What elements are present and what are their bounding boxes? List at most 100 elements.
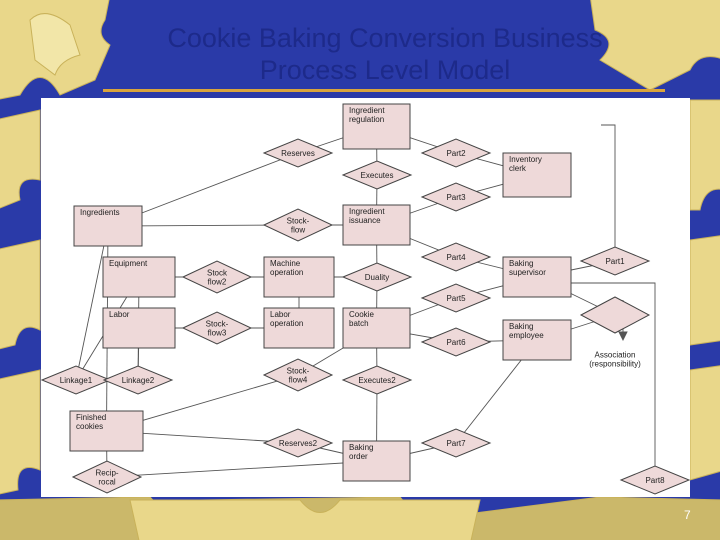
relationship-linkage1: Linkage1 (40, 365, 112, 395)
entity-box (102, 256, 176, 298)
entity-ingredients: Ingredients (73, 205, 143, 247)
relationship-diamond (420, 138, 492, 168)
association-arrowhead (618, 331, 628, 342)
entity-label-line: batch (349, 319, 369, 328)
relationship-part7: Part7 (420, 428, 492, 458)
entity-box (69, 410, 144, 452)
connector-reciprocal-baking-order (106, 460, 377, 478)
entity-box (502, 319, 572, 361)
shape-label-line: (responsibility) (589, 360, 641, 369)
entity-label-line: Ingredients (80, 208, 120, 217)
relationship-stockflow4: Stock-flow4 (262, 358, 334, 392)
relationship-diamond (262, 208, 334, 242)
shape-label-line: Linkage1 (60, 376, 93, 385)
shape-label-line: Part1 (605, 257, 625, 266)
relationship-part1: Part1 (579, 246, 651, 276)
entity-label-line: Baking (509, 259, 533, 268)
relationship-diamond (579, 246, 651, 276)
entity-label-line: regulation (349, 115, 384, 124)
entity-label-line: order (349, 452, 368, 461)
relationship-diamond (420, 327, 492, 357)
relationship-association (579, 296, 651, 334)
entity-label-line: Machine (270, 259, 301, 268)
relationship-part2: Part2 (420, 138, 492, 168)
relationship-executes: Executes (341, 160, 413, 190)
title-underline (103, 89, 665, 92)
entity-box (502, 256, 572, 298)
relationship-part6: Part6 (420, 327, 492, 357)
entity-labor: Labor (102, 307, 176, 349)
relationship-part3: Part3 (420, 182, 492, 212)
shape-label-line: Part6 (446, 338, 466, 347)
entity-label-line: clerk (509, 164, 527, 173)
entity-label-line: supervisor (509, 268, 546, 277)
entity-box (502, 152, 572, 198)
entity-label-line: Ingredient (349, 207, 385, 216)
relationship-reciprocal: Recip-rocal (71, 460, 143, 494)
shape-label-line: Stock- (287, 367, 310, 376)
shape-label-line: Reserves (281, 149, 315, 158)
entity-box (102, 307, 176, 349)
entity-label-line: Baking (349, 443, 373, 452)
shape-label-line: rocal (98, 478, 116, 487)
relationship-diamond (341, 262, 413, 292)
entity-label-line: Baking (509, 322, 533, 331)
relationship-stockflow3: Stock-flow3 (181, 311, 253, 345)
diagram-shapes: IngredientregulationInventoryclerkIngred… (40, 103, 691, 495)
relationship-diamond (420, 242, 492, 272)
relationship-diamond (262, 428, 334, 458)
shape-label-line: Part5 (446, 294, 466, 303)
title-line-1: Cookie Baking Conversion Business (167, 23, 603, 53)
relationship-executes2: Executes2 (341, 365, 413, 395)
shape-label-line: Reserves2 (279, 439, 318, 448)
shape-label-line: Recip- (95, 469, 118, 478)
relationship-diamond (102, 365, 174, 395)
entity-label-line: Labor (109, 310, 130, 319)
entity-box (342, 103, 411, 150)
relationship-diamond (579, 296, 651, 334)
entity-label-line: Labor (270, 310, 291, 319)
shape-label-line: Part7 (446, 439, 466, 448)
entity-label-line: issuance (349, 216, 381, 225)
relationship-part5: Part5 (420, 283, 492, 313)
entity-label-line: operation (270, 268, 303, 277)
relationship-diamond (341, 365, 413, 395)
entity-box (263, 307, 335, 349)
shape-label-line: Executes2 (358, 376, 396, 385)
shape-label-line: Executes (361, 171, 394, 180)
entity-label-line: Cookie (349, 310, 374, 319)
relationship-diamond (341, 160, 413, 190)
shape-label-line: flow (291, 226, 305, 235)
shape-label-line: Part3 (446, 193, 466, 202)
relationship-part8: Part8 (619, 465, 691, 495)
relationship-stockflow: Stock-flow (262, 208, 334, 242)
shape-label-line: flow3 (208, 329, 227, 338)
slide-title: Cookie Baking Conversion Business Proces… (100, 22, 670, 86)
shape-label-line: flow4 (289, 376, 308, 385)
entity-label-line: cookies (76, 422, 103, 431)
entity-box (263, 256, 335, 298)
relationship-diamond (262, 138, 334, 168)
relationship-diamond (420, 428, 492, 458)
connector-ingredients-linkage1 (75, 225, 109, 381)
entity-label-line: employee (509, 331, 544, 340)
shape-label-line: Duality (365, 273, 389, 282)
relationship-diamond (420, 283, 492, 313)
entity-label-line: Equipment (109, 259, 148, 268)
relationship-diamond (619, 465, 691, 495)
shape-label-line: Part4 (446, 253, 466, 262)
shape-label-line: Stock (207, 269, 228, 278)
entity-box (73, 205, 143, 247)
route-part8 (571, 282, 656, 466)
shape-label-line: Part8 (645, 476, 665, 485)
